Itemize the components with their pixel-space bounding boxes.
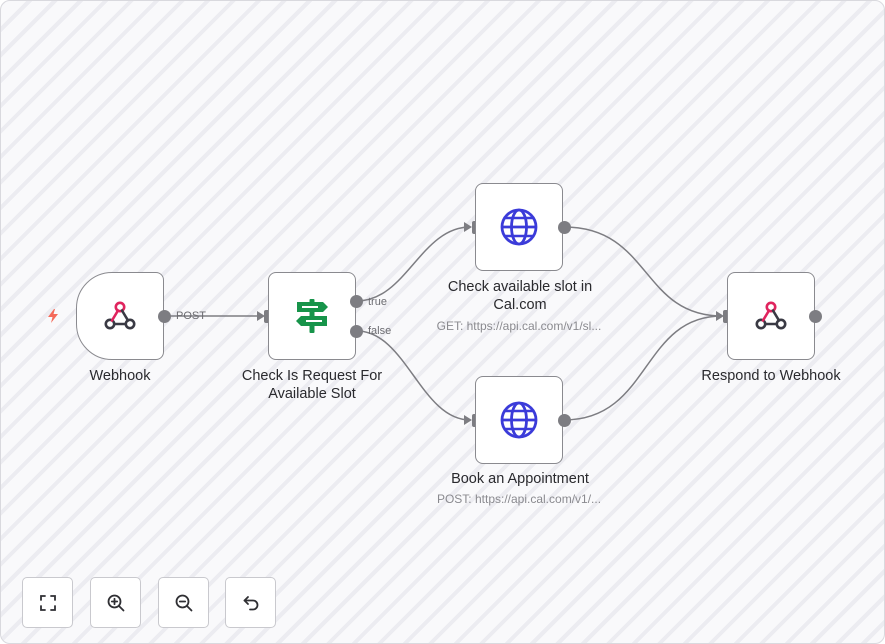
undo-icon bbox=[243, 595, 258, 610]
respond-to-webhook-node[interactable] bbox=[727, 272, 815, 360]
edge-label-post: POST bbox=[176, 310, 206, 322]
edge-check-slot-to-respond bbox=[563, 226, 723, 317]
edge-label-false: false bbox=[368, 325, 392, 337]
fit-view-button[interactable] bbox=[22, 577, 73, 628]
zoom-out-button[interactable] bbox=[158, 577, 209, 628]
respond-output-handle[interactable] bbox=[809, 310, 822, 323]
webhook-icon bbox=[755, 301, 787, 330]
book-appointment-node-subtitle: POST: https://api.cal.com/v1/... bbox=[436, 492, 602, 506]
check-slot-output-handle[interactable] bbox=[558, 221, 571, 234]
edge-if-false-to-book bbox=[356, 330, 471, 421]
arrow-head bbox=[464, 415, 472, 425]
check-is-request-node[interactable] bbox=[268, 272, 356, 360]
webhook-output-handle[interactable] bbox=[158, 310, 171, 323]
reset-zoom-button[interactable] bbox=[225, 577, 276, 628]
webhook-node[interactable] bbox=[76, 272, 164, 360]
if-false-output-handle[interactable] bbox=[350, 325, 363, 338]
check-available-slot-node-label: Check available slot in Cal.com bbox=[447, 279, 593, 313]
webhook-node-label: Webhook bbox=[89, 368, 151, 384]
check-is-request-node-label: Check Is Request For Available Slot bbox=[241, 368, 383, 402]
check-available-slot-node[interactable] bbox=[475, 183, 563, 271]
if-true-output-handle[interactable] bbox=[350, 295, 363, 308]
globe-icon bbox=[500, 208, 538, 246]
respond-to-webhook-node-label: Respond to Webhook bbox=[701, 368, 841, 384]
respond-input-handle[interactable] bbox=[723, 310, 730, 323]
zoom-in-button[interactable] bbox=[90, 577, 141, 628]
edge-if-true-to-check-slot bbox=[356, 226, 471, 302]
trigger-bolt-icon bbox=[48, 309, 58, 323]
book-appointment-node-label: Book an Appointment bbox=[451, 471, 589, 487]
arrow-head bbox=[464, 222, 472, 232]
zoom-in-icon bbox=[107, 594, 124, 611]
book-output-handle[interactable] bbox=[558, 414, 571, 427]
edge-book-to-respond bbox=[563, 315, 723, 421]
check-available-slot-node-subtitle: GET: https://api.cal.com/v1/sl... bbox=[436, 319, 602, 333]
webhook-icon bbox=[104, 301, 136, 330]
signpost-icon bbox=[296, 299, 328, 333]
arrow-head bbox=[716, 311, 724, 321]
zoom-out-icon bbox=[175, 594, 192, 611]
fit-view-icon bbox=[39, 594, 56, 611]
globe-icon bbox=[500, 401, 538, 439]
arrow-head bbox=[257, 311, 265, 321]
book-appointment-node[interactable] bbox=[475, 376, 563, 464]
if-input-handle[interactable] bbox=[264, 310, 271, 323]
edge-label-true: true bbox=[368, 296, 387, 308]
